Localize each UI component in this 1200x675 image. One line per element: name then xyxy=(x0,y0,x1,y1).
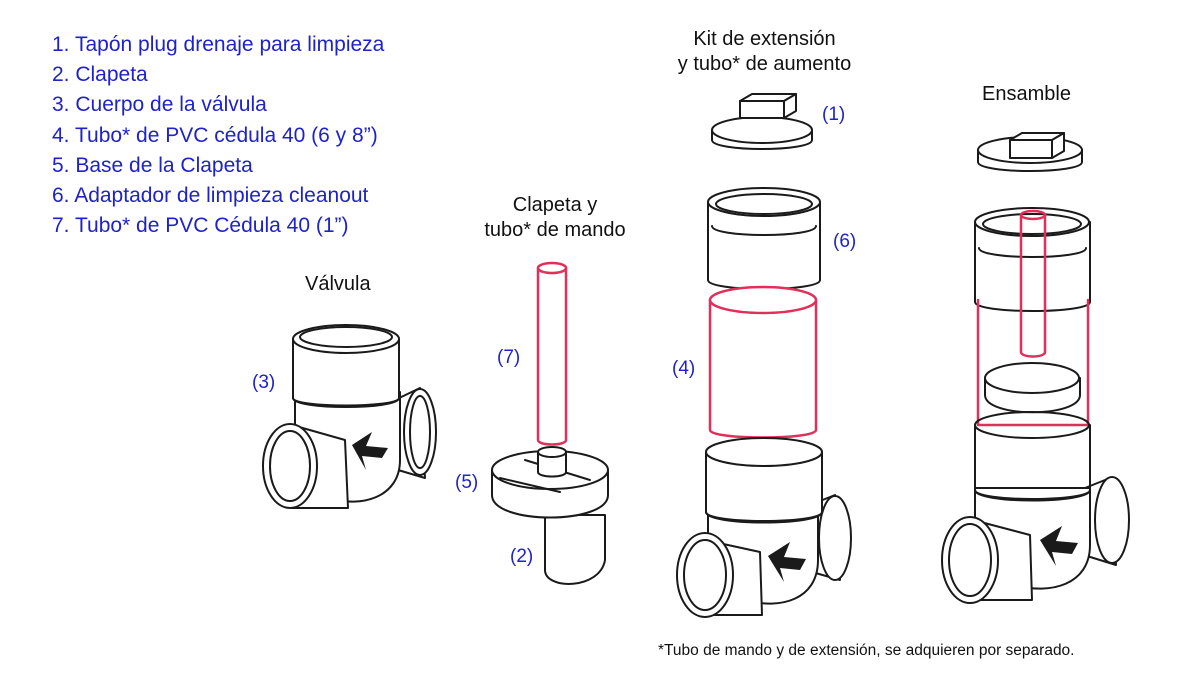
heading-valvula: Válvula xyxy=(305,273,371,295)
valve-body-illustration xyxy=(262,324,437,509)
legend-item-3: 3. Cuerpo de la válvula xyxy=(52,93,267,117)
label-2: (2) xyxy=(510,546,534,567)
extension-kit-illustration xyxy=(676,93,852,618)
legend-item-5: 5. Base de la Clapeta xyxy=(52,153,253,177)
label-1: (1) xyxy=(822,104,846,125)
flapper-illustration xyxy=(491,261,609,585)
heading-kit-line2: y tubo* de aumento xyxy=(677,53,852,75)
label-3: (3) xyxy=(252,372,276,393)
label-5: (5) xyxy=(455,472,479,493)
label-7: (7) xyxy=(497,347,521,368)
legend-item-7: 7. Tubo* de PVC Cédula 40 (1”) xyxy=(52,214,349,238)
legend-item-6: 6. Adaptador de limpieza cleanout xyxy=(52,184,369,208)
heading-ensamble: Ensamble xyxy=(982,83,1071,105)
assembly-illustration xyxy=(941,132,1130,604)
heading-clapeta-line2: tubo* de mando xyxy=(484,219,626,241)
label-4: (4) xyxy=(672,358,696,379)
parts-legend: 1. Tapón plug drenaje para limpieza 2. C… xyxy=(52,30,384,241)
heading-clapeta: Clapeta y tubo* de mando xyxy=(470,193,640,243)
footnote: *Tubo de mando y de extensión, se adquie… xyxy=(658,642,1075,659)
heading-kit-line1: Kit de extensión xyxy=(693,28,836,50)
heading-clapeta-line1: Clapeta y xyxy=(512,194,598,216)
heading-kit: Kit de extensión y tubo* de aumento xyxy=(652,27,877,77)
legend-item-4: 4. Tubo* de PVC cédula 40 (6 y 8”) xyxy=(52,123,378,147)
legend-item-1: 1. Tapón plug drenaje para limpieza xyxy=(52,33,385,56)
label-6: (6) xyxy=(833,231,857,252)
legend-item-2: 2. Clapeta xyxy=(52,63,148,87)
